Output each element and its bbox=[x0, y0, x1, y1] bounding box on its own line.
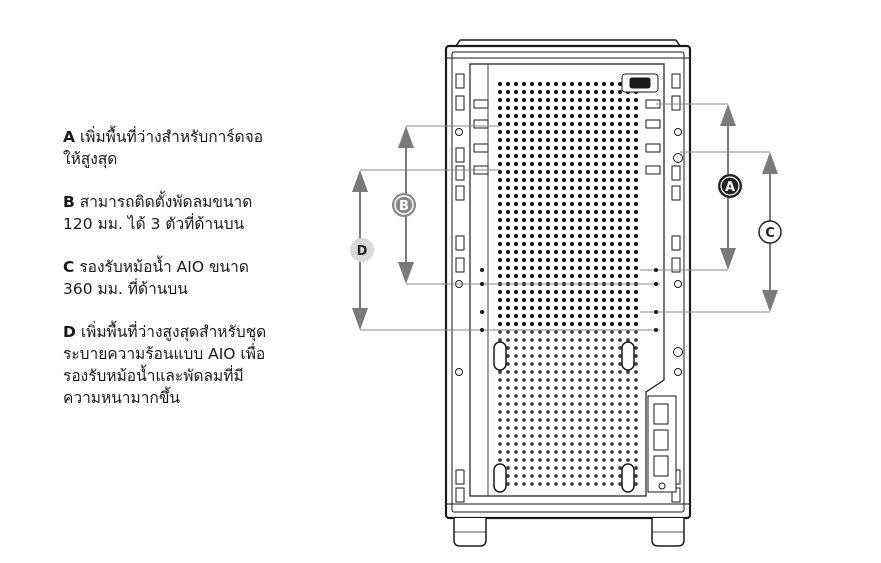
legend-item-c: C รองรับหม้อน้ำ AIO ขนาด 360 มม. ที่ด้าน… bbox=[63, 256, 323, 300]
legend-letter: C bbox=[63, 258, 75, 276]
legend-text: รองรับหม้อน้ำ AIO ขนาด bbox=[79, 258, 249, 276]
legend-letter: D bbox=[63, 323, 76, 341]
case-feet bbox=[453, 518, 685, 547]
legend-text: เพิ่มพื้นที่ว่างสำหรับการ์ดจอ bbox=[79, 128, 264, 146]
badge-c-label: C bbox=[765, 226, 775, 241]
legend-text: 360 มม. ที่ด้านบน bbox=[63, 280, 188, 298]
dimension-lines bbox=[360, 103, 770, 331]
legend-letter: B bbox=[63, 193, 75, 211]
legend-item-d: D เพิ่มพื้นที่ว่างสูงสุดสำหรับชุด ระบายค… bbox=[63, 321, 323, 409]
ventilation-mesh-lower bbox=[496, 330, 638, 490]
badge-d-label: D bbox=[357, 244, 368, 259]
left-rail-clips bbox=[455, 73, 465, 503]
legend-text: เพิ่มพื้นที่ว่างสูงสุดสำหรับชุด bbox=[80, 323, 267, 341]
legend-item-a: A เพิ่มพื้นที่ว่างสำหรับการ์ดจอ ให้สูงสุ… bbox=[63, 126, 323, 170]
reference-dots bbox=[480, 268, 658, 332]
side-holes bbox=[455, 128, 683, 376]
badge-a: A bbox=[718, 174, 742, 198]
legend-text: 120 มม. ได้ 3 ตัวที่ด้านบน bbox=[63, 215, 245, 233]
legend-text: ความหนามากขึ้น bbox=[63, 389, 181, 407]
legend-text: ระบายความร้อนแบบ AIO เพื่อ bbox=[63, 345, 266, 363]
badge-d: D bbox=[350, 238, 374, 262]
legend-letter: A bbox=[63, 128, 75, 146]
badge-b: B bbox=[392, 193, 416, 217]
legend-text: รองรับหม้อน้ำและพัดลมที่มี bbox=[63, 367, 244, 385]
legend-text: ให้สูงสุด bbox=[63, 150, 118, 168]
case-body bbox=[444, 39, 692, 520]
cable-slots bbox=[493, 341, 635, 493]
expansion-slots bbox=[647, 395, 677, 493]
legend-item-b: B สามารถติดตั้งพัดลมขนาด 120 มม. ได้ 3 ต… bbox=[63, 191, 323, 235]
badge-b-label: B bbox=[399, 199, 409, 214]
dimension-legend: A เพิ่มพื้นที่ว่างสำหรับการ์ดจอ ให้สูงสุ… bbox=[63, 126, 323, 430]
badge-c: C bbox=[758, 220, 782, 244]
badge-a-label: A bbox=[725, 180, 735, 195]
legend-text: สามารถติดตั้งพัดลมขนาด bbox=[79, 193, 253, 211]
